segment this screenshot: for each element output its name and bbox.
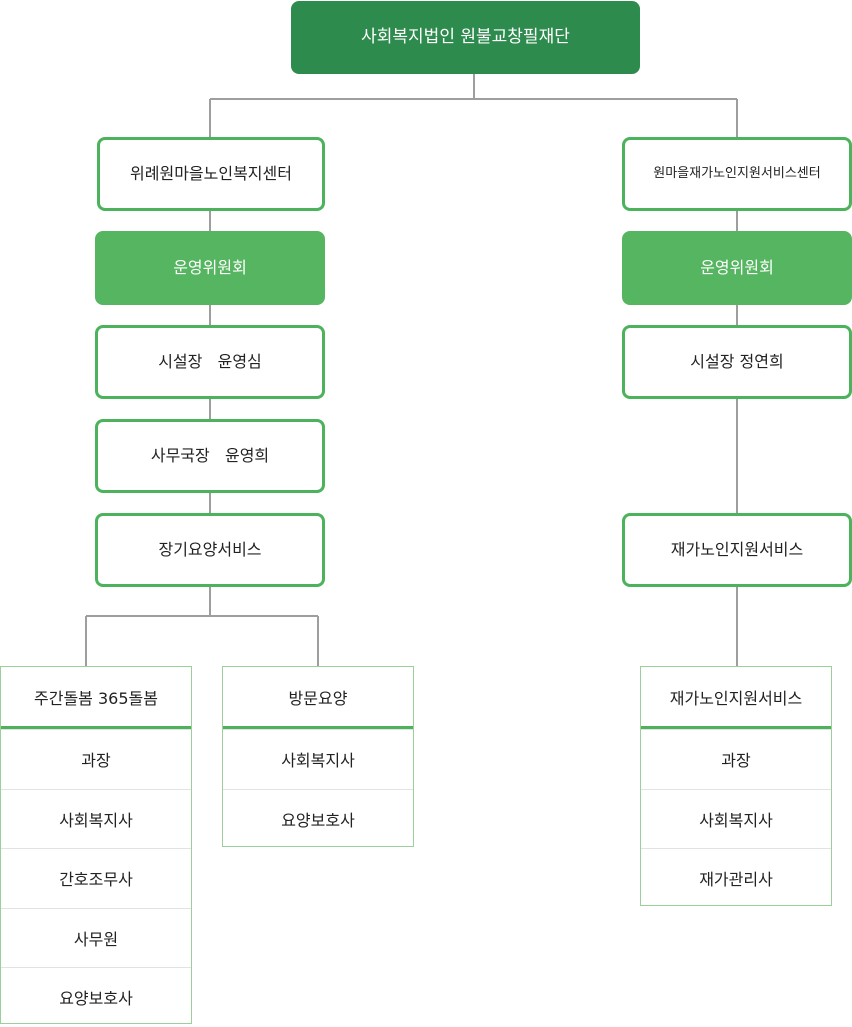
- table-cell-label: 사무원: [73, 929, 119, 949]
- left-service-label: 장기요양서비스: [158, 540, 262, 560]
- right-center-label: 원마을재가노인지원서비스센터: [653, 166, 821, 182]
- left-committee-box: 운영위원회: [95, 231, 325, 305]
- team-table-day-care: 주간돌봄 365돌봄 과장 사회복지사 간호조무사 사무원 요양보호사: [0, 666, 192, 1024]
- left-secretary-box: 사무국장 윤영희: [95, 419, 325, 493]
- team-table-home-visit: 방문요양 사회복지사 요양보호사: [222, 666, 414, 847]
- table-cell-label: 요양보호사: [281, 810, 355, 830]
- table-cell-label: 과장: [81, 751, 111, 771]
- left-director-label: 시설장 윤영심: [158, 352, 262, 372]
- table-row: 사회복지사: [1, 788, 191, 849]
- table-cell-label: 간호조무사: [59, 870, 133, 890]
- root-foundation-box: 사회복지법인 원불교창필재단: [291, 1, 640, 74]
- team-header-label: 재가노인지원서비스: [669, 688, 803, 708]
- root-label: 사회복지법인 원불교창필재단: [361, 27, 570, 48]
- table-cell-label: 재가관리사: [699, 870, 773, 890]
- table-row: 과장: [641, 729, 831, 789]
- team-table-header: 주간돌봄 365돌봄: [1, 667, 191, 729]
- table-cell-label: 요양보호사: [59, 989, 133, 1009]
- table-row: 과장: [1, 729, 191, 789]
- team-table-home-support: 재가노인지원서비스 과장 사회복지사 재가관리사: [640, 666, 832, 906]
- table-row: 요양보호사: [223, 788, 413, 849]
- right-committee-label: 운영위원회: [700, 258, 774, 278]
- left-director-box: 시설장 윤영심: [95, 325, 325, 399]
- table-row: 간호조무사: [1, 848, 191, 908]
- team-header-label: 주간돌봄 365돌봄: [34, 688, 158, 708]
- right-service-box: 재가노인지원서비스: [622, 513, 852, 587]
- team-table-header: 재가노인지원서비스: [641, 667, 831, 729]
- left-committee-label: 운영위원회: [173, 258, 247, 278]
- left-secretary-label: 사무국장 윤영희: [150, 446, 270, 466]
- table-row: 사무원: [1, 907, 191, 968]
- team-table-header: 방문요양: [223, 667, 413, 729]
- table-cell-label: 사회복지사: [59, 810, 133, 830]
- table-cell-label: 사회복지사: [281, 751, 355, 771]
- right-committee-box: 운영위원회: [622, 231, 852, 305]
- table-row: 요양보호사: [1, 967, 191, 1027]
- team-header-label: 방문요양: [288, 688, 348, 708]
- right-service-label: 재가노인지원서비스: [670, 540, 804, 560]
- table-cell-label: 사회복지사: [699, 810, 773, 830]
- right-director-label: 시설장 정연희: [690, 352, 784, 372]
- left-center-label: 위례원마을노인복지센터: [130, 164, 292, 184]
- right-director-box: 시설장 정연희: [622, 325, 852, 399]
- table-cell-label: 과장: [721, 751, 751, 771]
- table-row: 재가관리사: [641, 848, 831, 908]
- left-service-box: 장기요양서비스: [95, 513, 325, 587]
- table-row: 사회복지사: [641, 788, 831, 849]
- right-center-box: 원마을재가노인지원서비스센터: [622, 137, 852, 211]
- table-row: 사회복지사: [223, 729, 413, 789]
- left-center-box: 위례원마을노인복지센터: [97, 137, 325, 211]
